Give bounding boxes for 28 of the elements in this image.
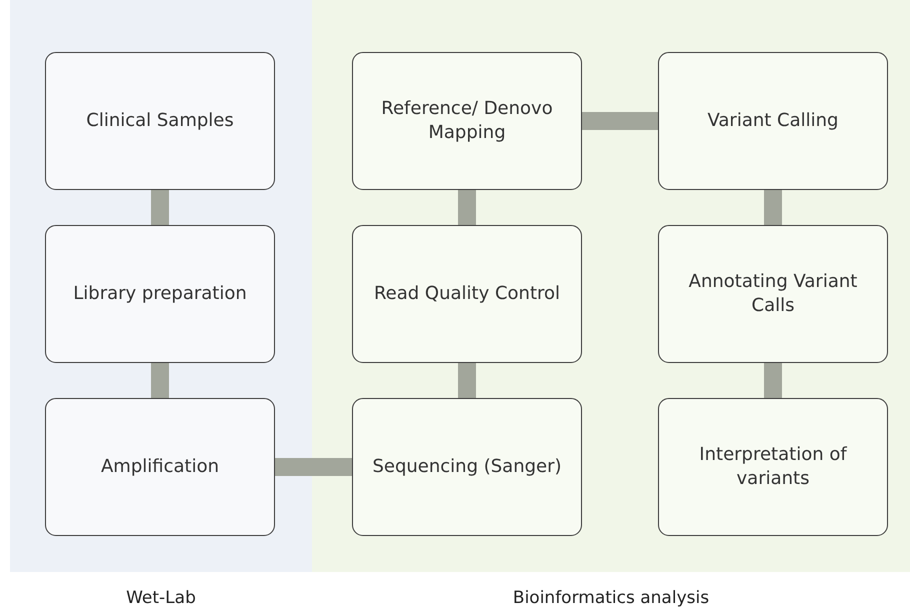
step-label: Reference/ Denovo Mapping (380, 96, 554, 145)
process-box (658, 52, 888, 190)
step-label: Interpretation of variants (698, 442, 848, 491)
process-box (352, 52, 582, 190)
connector-bar (458, 363, 476, 398)
process-box (45, 225, 275, 363)
step-label: Clinical Samples (85, 108, 235, 133)
connector-bar (764, 190, 782, 225)
connector-bar (458, 190, 476, 225)
connector-bar (151, 363, 169, 398)
process-box (352, 398, 582, 536)
step-label: Read Quality Control (372, 282, 562, 306)
step-label: Library preparation (72, 282, 248, 306)
process-box (658, 398, 888, 536)
panel-label: Bioinformatics analysis (512, 588, 710, 608)
process-box (45, 398, 275, 536)
connector-bar (582, 112, 658, 130)
step-label: Annotating Variant Calls (688, 270, 858, 318)
step-label: Variant Calling (706, 108, 840, 133)
connector-bar (275, 458, 352, 476)
panel-label: Wet-Lab (125, 588, 197, 608)
step-label: Amplification (100, 454, 220, 479)
connector-bar (151, 190, 169, 225)
process-box (658, 225, 888, 363)
process-box (45, 52, 275, 190)
step-label: Sequencing (Sanger) (371, 454, 563, 479)
process-box (352, 225, 582, 363)
connector-bar (764, 363, 782, 398)
